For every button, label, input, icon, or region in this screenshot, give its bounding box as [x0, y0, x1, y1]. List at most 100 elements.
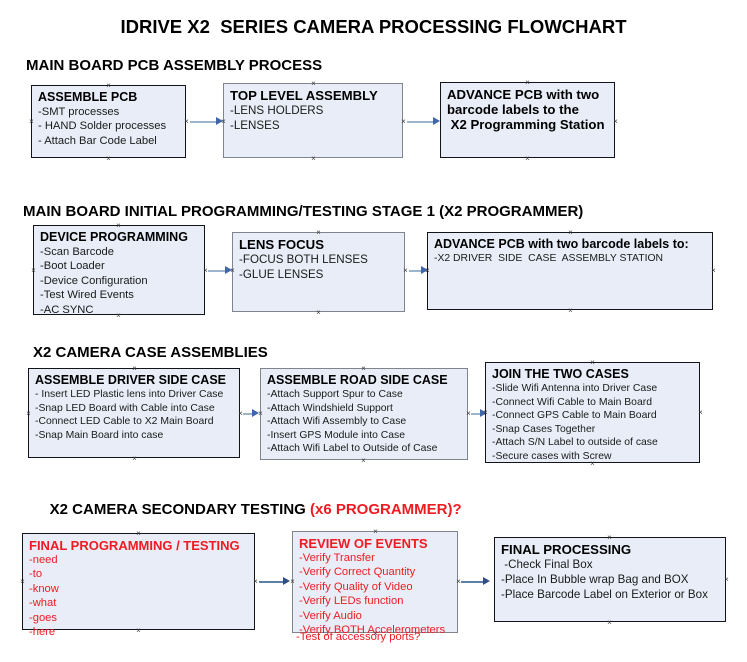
connection-point	[360, 365, 367, 372]
flow-box-final-processing[interactable]: FINAL PROCESSING -Check Final Box -Place…	[494, 537, 726, 622]
connection-point	[589, 359, 596, 366]
connection-point	[400, 118, 407, 125]
flow-box-join-the-two-cases[interactable]: JOIN THE TWO CASES -Slide Wifi Antenna i…	[485, 362, 700, 463]
connector-arrowhead	[283, 577, 290, 585]
box-line: -Insert GPS Module into Case	[267, 429, 406, 441]
box-title: ASSEMBLE DRIVER SIDE CASE	[35, 373, 227, 387]
box-line: -Connect Wifi Cable to Main Board	[492, 396, 652, 408]
connection-point	[115, 222, 122, 229]
box-line: -what	[29, 597, 57, 610]
connection-point	[310, 155, 317, 162]
box-line: -Slide Wifi Antenna into Driver Case	[492, 383, 658, 394]
box-line: - Attach Bar Code Label	[38, 134, 157, 147]
section-heading-3: X2 CAMERA CASE ASSEMBLIES	[33, 344, 268, 361]
box-title: JOIN THE TWO CASES	[492, 367, 629, 381]
box-overflow-line: -Test of accessory ports?	[296, 631, 421, 643]
connector-arrowhead	[252, 409, 259, 417]
box-title: LENS FOCUS	[239, 237, 324, 252]
box-line: -Verify Audio	[299, 609, 362, 622]
box-line: X2 Programming Station	[447, 117, 605, 132]
connector-arrow	[259, 581, 284, 583]
box-line: -Attach Wifi Label to Outside of Case	[267, 443, 438, 455]
connector-arrow	[190, 121, 217, 123]
box-title: ADVANCE PCB with two	[447, 87, 600, 102]
box-line: -Attach S/N Label to outside of case	[492, 437, 658, 449]
box-line: -here	[29, 626, 56, 639]
connection-point	[105, 82, 112, 89]
box-line: -Verify BOTH Accelerometers	[299, 624, 446, 637]
box-line: -GLUE LENSES	[239, 268, 324, 282]
connection-point	[28, 118, 35, 125]
connection-point	[524, 155, 531, 162]
box-line: - Insert LED Plastic lens into Driver Ca…	[35, 389, 224, 400]
connection-point	[183, 118, 190, 125]
flow-box-top-level-assembly[interactable]: TOP LEVEL ASSEMBLY -LENS HOLDERS -LENSES	[223, 83, 403, 158]
flow-box-assemble-driver-side-case[interactable]: ASSEMBLE DRIVER SIDE CASE - Insert LED P…	[28, 368, 240, 458]
box-title: FINAL PROCESSING	[501, 542, 632, 557]
connection-point	[315, 309, 322, 316]
flow-box-advance-pcb-driver-side-station[interactable]: ADVANCE PCB with two barcode labels to: …	[427, 232, 713, 310]
flow-box-advance-pcb-programming-station[interactable]: ADVANCE PCB with two barcode labels to t…	[440, 82, 615, 158]
box-line: -X2 DRIVER SIDE CASE ASSEMBLY STATION	[434, 253, 664, 264]
box-line: -Scan Barcode	[40, 246, 115, 258]
box-line: -SMT processes	[38, 106, 120, 118]
box-line: -Verify Quality of Video	[299, 580, 413, 593]
connector-arrow	[208, 270, 226, 272]
box-line: -Verify LEDs function	[299, 595, 404, 608]
box-line: -Place In Bubble wrap Bag and BOX	[501, 573, 689, 587]
connection-point	[131, 365, 138, 372]
connection-point	[372, 630, 379, 637]
box-line: -Attach Windshield Support	[267, 402, 393, 414]
box-line: -AC SYNC	[40, 303, 94, 316]
flow-box-final-programming-testing[interactable]: FINAL PROGRAMMING / TESTING -need -to -k…	[22, 533, 255, 638]
flow-box-assemble-road-side-case[interactable]: ASSEMBLE ROAD SIDE CASE -Attach Support …	[260, 368, 468, 460]
box-line: -Connect LED Cable to X2 Main Board	[35, 416, 214, 428]
connection-point	[220, 118, 227, 125]
connection-point	[135, 627, 142, 634]
connection-point	[723, 576, 730, 583]
box-line: -need	[29, 554, 58, 566]
box-line: -FOCUS BOTH LENSES	[239, 253, 368, 266]
box-line: -Snap Main Board into case	[35, 429, 164, 441]
connection-point	[229, 267, 236, 274]
connection-point	[402, 267, 409, 274]
connector-arrow	[409, 270, 422, 272]
connection-point	[606, 619, 613, 626]
box-line: -Boot Loader	[40, 260, 105, 273]
box-title: TOP LEVEL ASSEMBLY	[230, 88, 378, 103]
flow-box-device-programming[interactable]: DEVICE PROGRAMMING -Scan Barcode -Boot L…	[33, 225, 205, 316]
box-line: -Connect GPS Cable to Main Board	[492, 410, 657, 422]
box-line: -Test Wired Events	[40, 289, 134, 302]
box-line: -Check Final Box	[501, 558, 593, 571]
box-line: -Verify Transfer	[299, 552, 375, 564]
flow-box-assemble-pcb[interactable]: ASSEMBLE PCB -SMT processes - HAND Solde…	[31, 85, 186, 158]
box-line: -to	[29, 568, 43, 581]
connection-point	[135, 530, 142, 537]
connector-arrow	[243, 413, 253, 415]
connection-point	[310, 80, 317, 87]
connector-arrowhead	[483, 577, 490, 585]
box-title: DEVICE PROGRAMMING	[40, 230, 188, 244]
connection-point	[710, 267, 717, 274]
connection-point	[30, 267, 37, 274]
connection-point	[19, 578, 26, 585]
section-heading-2: MAIN BOARD INITIAL PROGRAMMING/TESTING S…	[23, 203, 584, 220]
flow-box-lens-focus[interactable]: LENS FOCUS -FOCUS BOTH LENSES -GLUE LENS…	[232, 232, 405, 312]
box-line: -Attach Wifi Assembly to Case	[267, 416, 407, 428]
box-line: -LENS HOLDERS	[230, 104, 324, 117]
box-line: -know	[29, 582, 59, 595]
connection-point	[257, 410, 264, 417]
connection-point	[482, 409, 489, 416]
box-line: -goes	[29, 611, 57, 624]
box-title: ASSEMBLE PCB	[38, 90, 138, 104]
connection-point	[372, 528, 379, 535]
flow-box-review-of-events[interactable]: REVIEW OF EVENTS -Verify Transfer -Verif…	[292, 531, 458, 636]
box-title: ASSEMBLE ROAD SIDE CASE	[267, 373, 448, 387]
box-line: -Snap LED Board with Cable into Case	[35, 402, 215, 414]
connection-point	[289, 578, 296, 585]
connector-arrow	[461, 581, 484, 583]
box-line: -Verify Correct Quantity	[299, 566, 416, 579]
connection-point	[105, 155, 112, 162]
box-line: -LENSES	[230, 119, 280, 133]
